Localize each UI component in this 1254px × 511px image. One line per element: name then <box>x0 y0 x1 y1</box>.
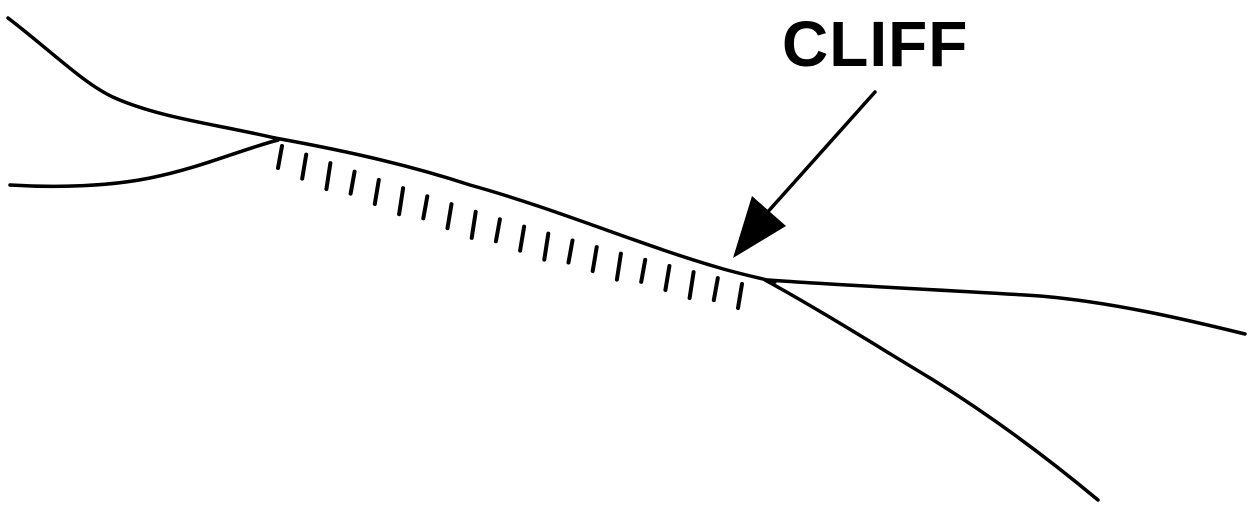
hachure-tick <box>324 161 333 192</box>
hachure-tick <box>566 238 575 265</box>
hachure-tick <box>421 194 430 221</box>
hachure-tick <box>397 186 406 217</box>
lower-left-line <box>8 138 280 189</box>
hachure-tick <box>518 224 527 253</box>
hachure-tick <box>614 251 623 282</box>
hachure-tick <box>639 257 648 284</box>
lower-right-line <box>763 278 1100 502</box>
hachure-tick <box>372 178 381 206</box>
hachure-tick <box>736 282 744 310</box>
hachure-tick <box>590 245 599 274</box>
hachure-tick <box>711 276 720 303</box>
cliff-label: CLIFF <box>782 8 969 80</box>
arrow-head <box>733 196 786 258</box>
hachure-tick <box>663 264 672 292</box>
hachure-tick <box>687 270 696 301</box>
cliff-edge-line <box>273 136 777 284</box>
upper-right-line <box>766 278 1247 336</box>
hachure-tick <box>300 152 309 181</box>
hachure-tick <box>348 169 357 196</box>
arrow-shaft <box>763 90 877 217</box>
cliff-hachures <box>276 144 744 310</box>
hachure-tick <box>445 202 454 231</box>
hachure-tick <box>469 209 478 240</box>
hachure-tick <box>542 231 551 262</box>
upper-left-line <box>6 16 277 140</box>
hachure-tick <box>493 217 502 244</box>
hachure-tick <box>276 144 284 170</box>
